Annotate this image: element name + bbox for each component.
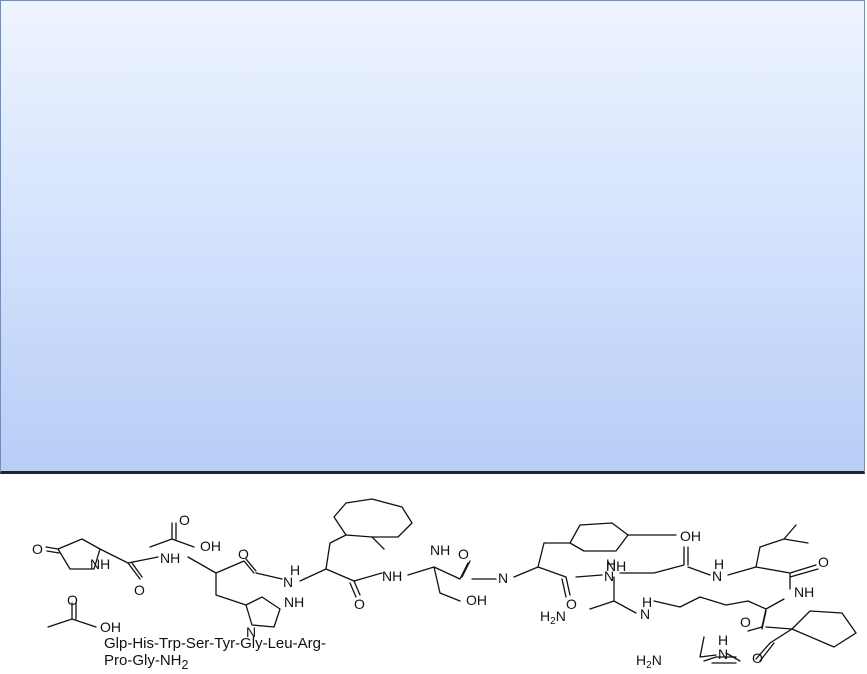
atom-label-o: O — [179, 512, 190, 528]
atom-label-n: N — [712, 568, 722, 584]
blue-gradient-panel — [0, 0, 865, 474]
atom-label-oh: OH — [200, 538, 221, 554]
caption-line-2-text: Pro-Gly-NH — [104, 652, 182, 669]
caption-subscript: 2 — [181, 658, 189, 672]
atom-label-nh: NH — [430, 542, 450, 558]
atom-label-o: O — [458, 546, 469, 562]
atom-label-h: H — [718, 632, 728, 648]
imidazole-ring — [245, 596, 281, 628]
pyroglutamate-ring — [57, 538, 101, 570]
atom-label-h2n: H2N — [540, 608, 566, 627]
sequence-caption-line-1: Glp-His-Trp-Ser-Tyr-Gly-Leu-Arg- — [104, 635, 326, 652]
atom-label-nh: NH — [284, 594, 304, 610]
atom-label-nh: NH — [382, 568, 402, 584]
chemical-structure-diagram: O NH O NH O OH O N NH N H O NH NH O OH — [0, 477, 867, 672]
atom-label-h: H — [606, 556, 616, 572]
atom-label-o: O — [752, 650, 763, 666]
atom-label-oh: OH — [466, 592, 487, 608]
atom-label-n: N — [718, 646, 728, 662]
peptide-structure-drawing: O NH O NH O OH O N NH N H O NH NH O OH — [32, 498, 857, 669]
indole-benzene-ring — [333, 498, 413, 538]
atom-label-o: O — [238, 546, 249, 562]
atom-label-n: N — [604, 568, 614, 584]
atom-label-nh: NH — [160, 550, 180, 566]
atom-label-n: N — [498, 570, 508, 586]
atom-label-o: O — [32, 541, 43, 557]
atom-label-h: H — [642, 594, 652, 610]
atom-label-o: O — [67, 592, 78, 608]
atom-label-o: O — [740, 614, 751, 630]
tyrosine-phenol-ring — [569, 522, 629, 552]
atom-label-h2n-terminal: H2N — [636, 652, 662, 669]
atom-label-n: N — [283, 574, 293, 590]
atom-label-nh: NH — [90, 556, 110, 572]
atom-label-n: N — [246, 624, 256, 640]
atom-label-o: O — [134, 582, 145, 598]
atom-label-nh: NH — [606, 558, 626, 574]
atom-label-n: N — [640, 606, 650, 622]
atom-label-o: O — [354, 596, 365, 612]
atom-label-oh: OH — [100, 619, 121, 635]
atom-label-o: O — [818, 554, 829, 570]
sequence-caption-line-2: Pro-Gly-NH2 — [104, 652, 564, 674]
atom-label-h: H — [290, 562, 300, 578]
atom-label-oh: OH — [680, 528, 701, 544]
atom-label-nh: NH — [794, 584, 814, 600]
proline-ring — [791, 610, 857, 648]
atom-label-o: O — [566, 596, 577, 612]
atom-label-h: H — [714, 556, 724, 572]
